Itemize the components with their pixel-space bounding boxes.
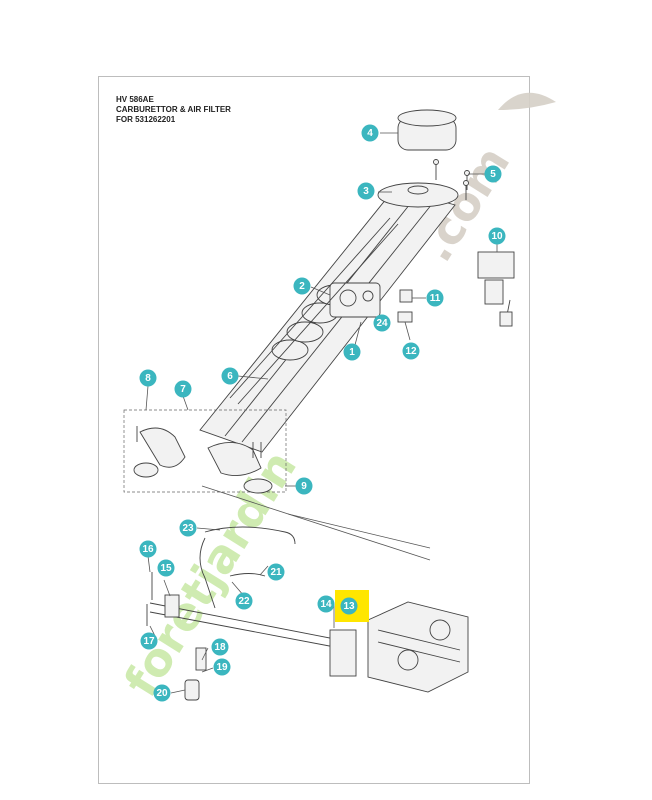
callout-15: 15	[157, 559, 175, 577]
fuel-line-assembly	[146, 572, 341, 701]
callout-2: 2	[293, 277, 311, 295]
watermark: forêtjardin .com	[114, 92, 556, 706]
manifold-group	[123, 409, 287, 494]
callout-label-15: 15	[160, 563, 172, 574]
callout-label-3: 3	[363, 186, 369, 197]
callout-19: 19	[213, 658, 231, 676]
callout-circle-15	[157, 559, 175, 577]
callout-label-4: 4	[367, 128, 373, 139]
callout-circle-19	[213, 658, 231, 676]
model-number: HV 586AE	[116, 95, 154, 104]
callout-label-13: 13	[343, 601, 355, 612]
callout-circle-23	[179, 519, 197, 537]
callout-17: 17	[140, 632, 158, 650]
engine-block	[329, 601, 469, 693]
section-title: CARBURETTOR & AIR FILTER	[116, 105, 231, 114]
callout-label-19: 19	[216, 662, 228, 673]
callout-22: 22	[235, 592, 253, 610]
callout-label-7: 7	[180, 384, 186, 395]
callout-13: 13	[340, 597, 358, 615]
callout-8: 8	[139, 369, 157, 387]
callout-circle-9	[295, 477, 313, 495]
callout-circle-20	[153, 684, 171, 702]
callout-circle-11	[426, 289, 444, 307]
callout-5: 5	[484, 165, 502, 183]
callout-label-8: 8	[145, 373, 151, 384]
callout-label-16: 16	[142, 544, 154, 555]
callout-circle-18	[211, 638, 229, 656]
callout-circle-24	[373, 314, 391, 332]
callout-circle-13	[340, 597, 358, 615]
callout-circle-14	[317, 595, 335, 613]
callout-label-21: 21	[270, 567, 282, 578]
callout-label-2: 2	[299, 281, 305, 292]
callout-24: 24	[373, 314, 391, 332]
callout-21: 21	[267, 563, 285, 581]
callout-11: 11	[426, 289, 444, 307]
callout-label-22: 22	[238, 596, 250, 607]
callout-label-1: 1	[349, 347, 355, 358]
air-filter-housing	[199, 187, 456, 453]
callout-circle-5	[484, 165, 502, 183]
callout-label-18: 18	[214, 642, 226, 653]
callout-6: 6	[221, 367, 239, 385]
callout-label-23: 23	[182, 523, 194, 534]
carburettor	[329, 282, 381, 318]
callout-10: 10	[488, 227, 506, 245]
callout-label-10: 10	[491, 231, 503, 242]
callout-label-20: 20	[156, 688, 168, 699]
callout-23: 23	[179, 519, 197, 537]
callout-label-11: 11	[430, 293, 441, 304]
part-for-line: FOR 531262201	[116, 115, 176, 124]
callout-label-9: 9	[301, 481, 307, 492]
callout-9: 9	[295, 477, 313, 495]
leader-lines	[145, 132, 498, 694]
callout-16: 16	[139, 540, 157, 558]
callout-circle-12	[402, 342, 420, 360]
callout-7: 7	[174, 380, 192, 398]
callout-circle-2	[293, 277, 311, 295]
callout-label-17: 17	[143, 636, 155, 647]
callout-label-6: 6	[227, 371, 233, 382]
callout-circle-8	[139, 369, 157, 387]
callout-label-12: 12	[405, 346, 417, 357]
callout-4: 4	[361, 124, 379, 142]
diagram-header: HV 586AE CARBURETTOR & AIR FILTER FOR 53…	[116, 95, 231, 125]
callout-circle-16	[139, 540, 157, 558]
callout-label-5: 5	[490, 169, 496, 180]
callout-circle-1	[343, 343, 361, 361]
callout-circle-4	[361, 124, 379, 142]
callout-circle-17	[140, 632, 158, 650]
mounting-rods	[229, 217, 399, 405]
callout-circle-7	[174, 380, 192, 398]
cover-screws	[433, 159, 470, 200]
callout-circle-6	[221, 367, 239, 385]
solenoid-bracket	[477, 251, 515, 327]
watermark-leaf-icon	[498, 92, 556, 110]
callout-18: 18	[211, 638, 229, 656]
callout-circle-3	[357, 182, 375, 200]
callout-circle-22	[235, 592, 253, 610]
callout-circle-10	[488, 227, 506, 245]
callout-1: 1	[343, 343, 361, 361]
callout-label-14: 14	[320, 599, 332, 610]
callout-14: 14	[317, 595, 335, 613]
callout-circle-21	[267, 563, 285, 581]
callout-label-24: 24	[376, 318, 388, 329]
air-filter-element	[397, 109, 457, 151]
fuel-hoses	[199, 526, 296, 609]
linkage-parts	[397, 289, 413, 323]
filter-cover	[377, 182, 459, 208]
callout-12: 12	[402, 342, 420, 360]
callout-3: 3	[357, 182, 375, 200]
callout-20: 20	[153, 684, 171, 702]
